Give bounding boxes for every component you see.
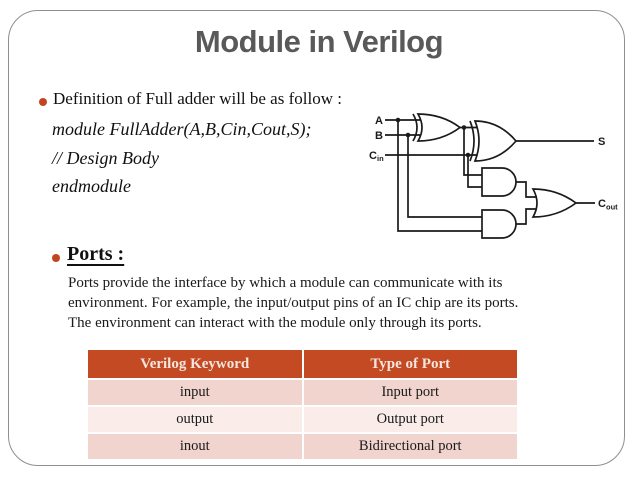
bullet-icon <box>52 254 60 262</box>
or-gate <box>531 188 578 218</box>
table-cell-keyword: inout <box>88 434 302 459</box>
xor1-input-arc <box>412 113 418 142</box>
xor1-gate <box>416 113 462 142</box>
table-cell-port-type: Output port <box>303 407 517 432</box>
ports-paragraph-line: environment. For example, the input/outp… <box>68 295 519 311</box>
ports-section-heading: Ports : <box>67 243 125 265</box>
wire-cin-branch <box>467 155 482 188</box>
wire-and1-out <box>516 181 537 198</box>
ports-table: Verilog Keyword Type of Port input Input… <box>88 350 517 459</box>
label-output-s: S <box>598 136 605 148</box>
junction-cin <box>465 152 471 158</box>
definition-bullet-text: Definition of Full adder will be as foll… <box>53 89 342 108</box>
table-cell-port-type: Input port <box>303 380 517 405</box>
page-title: Module in Verilog <box>194 24 444 59</box>
and1-gate <box>481 167 517 197</box>
ports-paragraph-line: The environment can interact with the mo… <box>68 315 482 331</box>
full-adder-schematic: A B C in S C out <box>369 113 618 239</box>
code-line-comment: // Design Body <box>52 148 159 168</box>
table-cell-keyword: input <box>88 380 302 405</box>
label-output-cout-subscript: out <box>606 203 618 212</box>
full-adder-circuit-diagram: A B C in S C out <box>368 104 620 239</box>
xor2-input-arc <box>469 120 475 162</box>
junction-xor1-out <box>461 125 467 130</box>
table-cell-keyword: output <box>88 407 302 432</box>
label-input-cin-subscript: in <box>377 154 384 163</box>
code-line-module: module FullAdder(A,B,Cin,Cout,S); <box>52 119 312 139</box>
table-cell-port-type: Bidirectional port <box>303 434 517 459</box>
label-input-cin: C <box>369 150 377 162</box>
table-header-verilog-keyword: Verilog Keyword <box>88 350 302 378</box>
wire-and2-out <box>516 208 537 225</box>
label-input-b: B <box>375 130 383 142</box>
junction-a <box>395 117 401 123</box>
wire-xor1-branch <box>463 127 482 176</box>
junction-b <box>405 132 411 138</box>
code-line-endmodule: endmodule <box>52 176 131 196</box>
wire-a-branch <box>397 120 482 232</box>
table-header-type-of-port: Type of Port <box>303 350 517 378</box>
label-input-a: A <box>375 115 383 127</box>
xor2-gate <box>473 120 518 162</box>
wire-b-branch <box>407 135 482 218</box>
and2-gate <box>481 209 517 239</box>
label-output-cout: C <box>598 198 606 210</box>
bullet-icon <box>39 98 47 106</box>
ports-paragraph-line: Ports provide the interface by which a m… <box>68 275 503 291</box>
